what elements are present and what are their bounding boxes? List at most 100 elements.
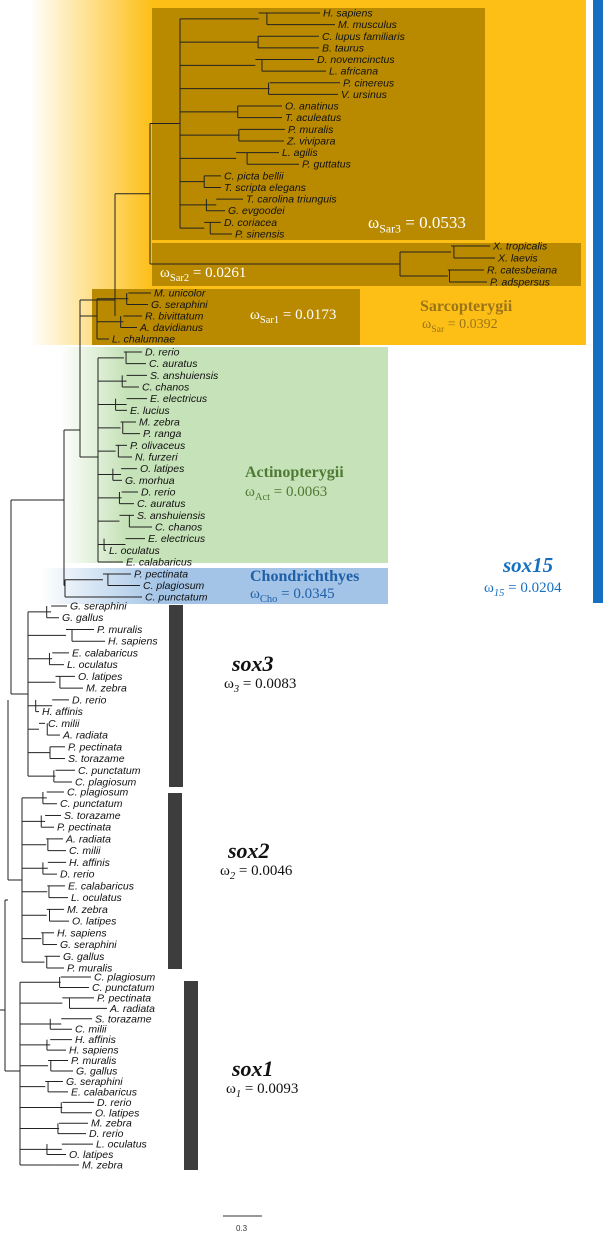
- sarcopterygii-title: Sarcopterygii: [420, 298, 513, 315]
- sox1-bar: [184, 981, 198, 1170]
- leaf-label: C. lupus familiaris: [322, 31, 406, 43]
- leaf-label: M. zebra: [139, 417, 180, 429]
- leaf-label: S. anshuiensis: [150, 370, 219, 382]
- sox2-bar: [168, 793, 182, 969]
- leaf-label: P. adspersus: [490, 277, 551, 289]
- leaf-label: L. oculatus: [67, 659, 119, 671]
- leaf-label: D. rerio: [89, 1128, 124, 1140]
- leaf-label: G. seraphini: [60, 939, 117, 951]
- actinopterygii-title: Actinopterygii: [245, 464, 344, 481]
- actinopterygii-box: [60, 347, 388, 563]
- leaf-label: P. muralis: [97, 624, 143, 636]
- leaf-label: M. musculus: [338, 19, 398, 31]
- leaf-label: T. carolina triunguis: [246, 194, 337, 206]
- leaf-label: S. anshuiensis: [137, 510, 206, 522]
- leaf-label: A. radiata: [62, 730, 108, 742]
- leaf-label: E. calabaricus: [71, 1086, 138, 1098]
- leaf-label: H. affinis: [69, 857, 111, 869]
- sar2-omega-label: ωSar2 = 0.0261: [160, 265, 247, 284]
- sox2-omega-label: ω2 = 0.0046: [220, 863, 293, 882]
- leaf-label: R. catesbeiana: [487, 265, 557, 277]
- leaf-label: C. punctatum: [78, 765, 141, 777]
- leaf-label: O. latipes: [72, 916, 117, 928]
- leaf-label: D. rerio: [141, 487, 176, 499]
- sox3-title: sox3: [232, 651, 274, 676]
- leaf-label: O. latipes: [69, 1149, 114, 1161]
- leaf-label: M. unicolor: [154, 288, 206, 300]
- leaf-label: O. latipes: [95, 1107, 140, 1119]
- leaf-label: P. pectinata: [68, 741, 122, 753]
- leaf-label: P. muralis: [67, 963, 113, 975]
- leaf-label: C. plagiosum: [143, 580, 205, 592]
- leaf-label: E. calabaricus: [126, 557, 193, 569]
- leaf-label: H. sapiens: [108, 636, 158, 648]
- leaf-label: T. aculeatus: [285, 112, 342, 124]
- leaf-label: M. zebra: [82, 1160, 123, 1172]
- leaf-label: L. africana: [329, 66, 378, 78]
- leaf-label: C. plagiosum: [94, 972, 156, 984]
- leaf-label: V. ursinus: [341, 89, 388, 101]
- sox15-bar: [593, 0, 603, 603]
- leaf-label: P. muralis: [71, 1055, 117, 1067]
- sox1-omega-label: ω1 = 0.0093: [226, 1081, 299, 1100]
- chondrichthyes-box: [40, 568, 388, 604]
- leaf-label: D. rerio: [145, 347, 180, 359]
- leaf-label: P. cinereus: [343, 77, 395, 89]
- leaf-label: N. furzeri: [135, 452, 178, 464]
- leaf-label: A. radiata: [65, 833, 111, 845]
- leaf-label: D. coriacea: [224, 217, 277, 229]
- leaf-label: H. sapiens: [69, 1045, 119, 1057]
- leaf-label: P. sinensis: [235, 229, 285, 241]
- leaf-label: E. lucius: [130, 405, 170, 417]
- leaf-label: L. oculatus: [109, 545, 161, 557]
- leaf-label: C. milii: [75, 1024, 107, 1036]
- leaf-label: E. calabaricus: [68, 880, 135, 892]
- sarcopterygii-omega-label: ωSar = 0.0392: [422, 317, 498, 335]
- leaf-label: G. gallus: [76, 1066, 118, 1078]
- leaf-label: D. rerio: [97, 1097, 132, 1109]
- leaf-label: H. affinis: [42, 706, 84, 718]
- leaf-label: M. zebra: [86, 683, 127, 695]
- leaf-label: G. gallus: [63, 951, 105, 963]
- leaf-label: L. agilis: [282, 147, 318, 159]
- leaf-label: C. punctatum: [60, 798, 123, 810]
- leaf-label: C. punctatum: [145, 592, 208, 604]
- leaf-label: C. chanos: [155, 522, 203, 534]
- sar3-box: [152, 8, 485, 240]
- leaf-label: C. chanos: [142, 382, 190, 394]
- leaf-label: P. muralis: [288, 124, 334, 136]
- sar1-box: [92, 289, 360, 345]
- leaf-label: L. oculatus: [71, 892, 123, 904]
- leaf-label: S. torazame: [95, 1013, 152, 1025]
- leaf-label: C. milii: [69, 845, 101, 857]
- leaf-label: O. latipes: [78, 671, 123, 683]
- leaf-label: C. picta bellii: [224, 170, 284, 182]
- sox3-bar: [169, 605, 183, 787]
- leaf-label: G. evgoodei: [228, 205, 285, 217]
- leaf-label: S. torazame: [64, 810, 121, 822]
- sar3-omega-label: ωSar3 = 0.0533: [368, 213, 466, 236]
- leaf-label: C. plagiosum: [75, 777, 137, 789]
- leaf-label: H. sapiens: [323, 8, 373, 20]
- leaf-label: O. latipes: [140, 463, 185, 475]
- sox15-title: sox15: [503, 553, 554, 577]
- leaf-label: L. oculatus: [96, 1139, 148, 1151]
- sox2-title: sox2: [228, 838, 270, 863]
- leaf-label: A. radiata: [109, 1003, 155, 1015]
- leaf-label: C. milii: [48, 718, 80, 730]
- leaf-label: M. zebra: [91, 1118, 132, 1130]
- leaf-label: P. pectinata: [97, 992, 151, 1004]
- sox1-title: sox1: [232, 1056, 274, 1081]
- leaf-label: O. anatinus: [285, 101, 339, 113]
- leaf-label: D. rerio: [72, 694, 107, 706]
- chondrichthyes-omega-label: ωCho = 0.0345: [250, 586, 335, 605]
- leaf-label: P. olivaceus: [130, 440, 186, 452]
- leaf-label: G. seraphini: [66, 1076, 123, 1088]
- actinopterygii-omega-label: ωAct = 0.0063: [245, 484, 328, 503]
- leaf-label: E. calabaricus: [72, 647, 139, 659]
- leaf-label: X. tropicalis: [492, 241, 548, 253]
- leaf-label: G. seraphini: [70, 601, 127, 613]
- leaf-label: S. torazame: [68, 753, 125, 765]
- leaf-label: H. affinis: [75, 1034, 117, 1046]
